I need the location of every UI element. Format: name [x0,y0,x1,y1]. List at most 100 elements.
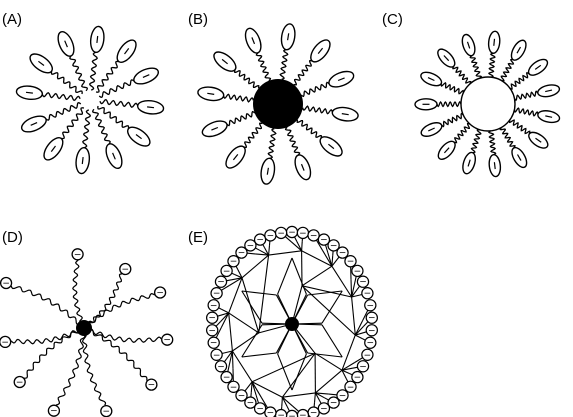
hydrocarbon-tail [301,82,329,96]
minus-sign: − [288,228,296,238]
hydrocarbon-tail [83,110,91,148]
hydrocarbon-tail [489,131,496,155]
minus-sign: − [288,412,296,417]
minus-sign: − [74,250,82,260]
minus-sign: − [368,314,376,324]
hydrocarbon-tail [472,130,481,153]
hollow-core [461,77,515,131]
hydrocarbon-tail [501,60,513,81]
surfactant-molecule [211,48,259,88]
branch-bond [292,354,306,390]
surfactant-molecule [303,106,359,123]
panel-b-micelle-with-core [197,23,359,185]
branch-bond [282,397,283,406]
minus-sign: − [208,314,216,324]
hydrocarbon-tail [489,53,495,77]
polymer-arm [84,328,147,381]
hydrocarbon-tail [280,50,288,80]
minus-sign: − [359,278,367,288]
minus-sign: − [238,249,246,259]
minus-sign: − [299,411,307,417]
branch-bond [278,258,292,294]
minus-sign: − [320,236,328,246]
minus-sign: − [359,362,367,372]
surfactant-molecule [200,112,254,140]
minus-sign: − [213,351,221,361]
hydrocarbon-tail [100,100,138,108]
hydrocarbon-tail [235,70,259,89]
branch-bond [302,242,303,251]
minus-sign: − [2,279,10,289]
minus-sign: − [367,339,375,349]
branch-bond [342,335,355,370]
branch-bond [232,351,233,369]
minus-sign: − [247,241,255,251]
surfactant-molecule [514,83,560,100]
hydrocarbon-tail [441,83,463,94]
panel-c-micelle-hollow-core [415,31,561,177]
minus-sign [82,157,83,164]
polymer-arm [84,274,122,328]
minus-sign: − [210,301,218,311]
branch-bond [282,353,315,397]
hydrocarbon-tail [510,73,529,89]
minus-sign: − [320,404,328,414]
hydrocarbon-tail [244,123,263,147]
branch-bond [229,313,233,351]
minus-sign: − [238,391,246,401]
minus-sign: − [354,373,362,383]
panel-label-c: (C) [382,11,403,28]
surfactant-molecule [510,56,550,89]
branch-bond [355,335,363,339]
branch-bond [278,354,292,390]
hydrocarbon-tail [286,127,300,155]
minus-sign: − [223,267,231,277]
hydrocarbon-tail [42,93,80,101]
surfactant-molecule [419,114,463,139]
branch-bond [282,393,315,397]
minus-sign: − [364,289,372,299]
surfactant-molecule [55,29,87,90]
hydrocarbon-tail [96,61,119,92]
hydrocarbon-tail [297,120,321,139]
branch-bond [242,255,269,278]
branch-bond [302,266,332,286]
hydrocarbon-tail [224,94,254,102]
hydrocarbon-tail [268,129,276,159]
panel-label-e: (E) [188,229,208,246]
minus-sign: − [122,265,130,275]
minus-sign: − [230,257,238,267]
branch-bond [282,397,292,406]
surfactant-molecule [93,109,125,170]
minus-sign: − [50,407,58,417]
surfactant-molecule [222,123,262,171]
minus-sign: − [339,391,347,401]
surfactant-molecule [488,31,501,77]
hydrocarbon-tail [99,80,134,97]
panel-e-dendrimer: −−−−−−−−−−−−−−−−−−−−−−−−−−−−−−−−−−−−−−−−… [207,226,378,417]
surfactant-molecule [242,26,270,80]
surfactant-molecule [297,120,345,160]
minus-sign [97,36,98,43]
branch-bond [242,291,262,323]
surfactant-molecule [488,131,501,177]
minus-sign: − [347,257,355,267]
minus-sign: − [217,278,225,288]
surfactant-molecule [460,33,481,78]
hydrocarbon-tail [510,120,530,134]
polymer-arm [84,328,161,342]
branch-bond [302,286,355,335]
minus-sign: − [299,229,307,239]
minus-sign: − [217,362,225,372]
minus-sign [494,39,495,46]
hydrocarbon-tail [227,112,255,126]
hydrocarbon-tail [46,103,81,120]
hydrocarbon-tail [454,124,470,143]
branch-bond [292,258,306,294]
core-particle [76,320,92,336]
minus-sign [26,92,33,93]
hydrocarbon-tail [93,109,110,144]
minus-sign: − [368,326,376,336]
branch-bond [351,279,352,297]
solid-core [253,79,303,129]
